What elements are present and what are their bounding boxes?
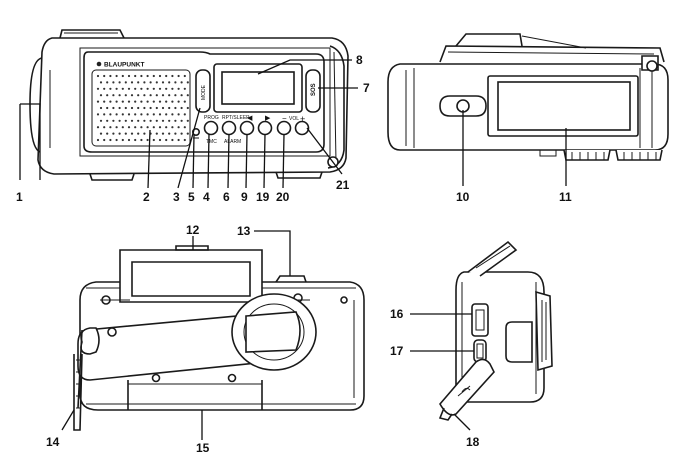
micro-usb-port bbox=[473, 339, 487, 363]
callout-12: 12 bbox=[186, 223, 200, 237]
prog-label: PROG bbox=[204, 115, 219, 121]
callout-15: 15 bbox=[196, 441, 210, 455]
callout-6: 6 bbox=[223, 190, 230, 204]
callout-13: 13 bbox=[237, 224, 251, 238]
svg-text:▶: ▶ bbox=[265, 115, 271, 122]
callout-14: 14 bbox=[46, 435, 60, 449]
next-button bbox=[257, 120, 273, 136]
callout-4: 4 bbox=[203, 190, 210, 204]
callout-20: 20 bbox=[276, 190, 290, 204]
vol-minus-label: − bbox=[282, 114, 287, 123]
callout-16: 16 bbox=[390, 307, 404, 321]
back-view bbox=[73, 245, 365, 431]
callout-5: 5 bbox=[188, 190, 195, 204]
rpt-sleep-button bbox=[221, 120, 237, 136]
callout-11: 11 bbox=[559, 190, 572, 204]
callout-9: 9 bbox=[241, 190, 248, 204]
callout-8: 8 bbox=[356, 53, 363, 67]
callout-10: 10 bbox=[456, 190, 470, 204]
vol-up-button bbox=[294, 120, 310, 136]
usb-port bbox=[471, 303, 489, 337]
alarm-label: ALARM bbox=[224, 139, 241, 145]
speaker-grille bbox=[96, 74, 189, 142]
port-cover bbox=[439, 358, 495, 416]
callout-numbers: 1 2 3 4 5 6 7 8 9 10 11 12 13 14 15 16 1… bbox=[16, 53, 572, 455]
svg-text:◀: ◀ bbox=[247, 115, 253, 122]
end-view bbox=[438, 240, 553, 421]
prog-button bbox=[203, 120, 219, 136]
top-side-view bbox=[387, 33, 669, 161]
front-view: BLAUPUNKT MODE SOS PROG RPT/SLEEP ◀ ▶ − … bbox=[29, 29, 349, 181]
vol-label: VOL bbox=[289, 116, 299, 122]
callout-17: 17 bbox=[390, 344, 404, 358]
rpt-sleep-label: RPT/SLEEP bbox=[222, 115, 250, 121]
callout-2: 2 bbox=[143, 190, 150, 204]
callout-leaders bbox=[19, 59, 567, 440]
vol-plus-label: + bbox=[300, 114, 305, 124]
mode-button-label: MODE bbox=[201, 84, 207, 100]
tmc-label: TMC bbox=[206, 139, 217, 145]
brand-logo: BLAUPUNKT bbox=[104, 62, 144, 69]
callout-18: 18 bbox=[466, 435, 480, 449]
callout-21: 21 bbox=[336, 178, 350, 192]
callout-7: 7 bbox=[363, 81, 370, 95]
sos-button-label: SOS bbox=[311, 83, 317, 96]
prev-button bbox=[239, 120, 255, 136]
vol-down-button bbox=[276, 120, 292, 136]
callout-3: 3 bbox=[173, 190, 180, 204]
callout-19: 19 bbox=[256, 190, 270, 204]
callout-1: 1 bbox=[16, 190, 23, 204]
